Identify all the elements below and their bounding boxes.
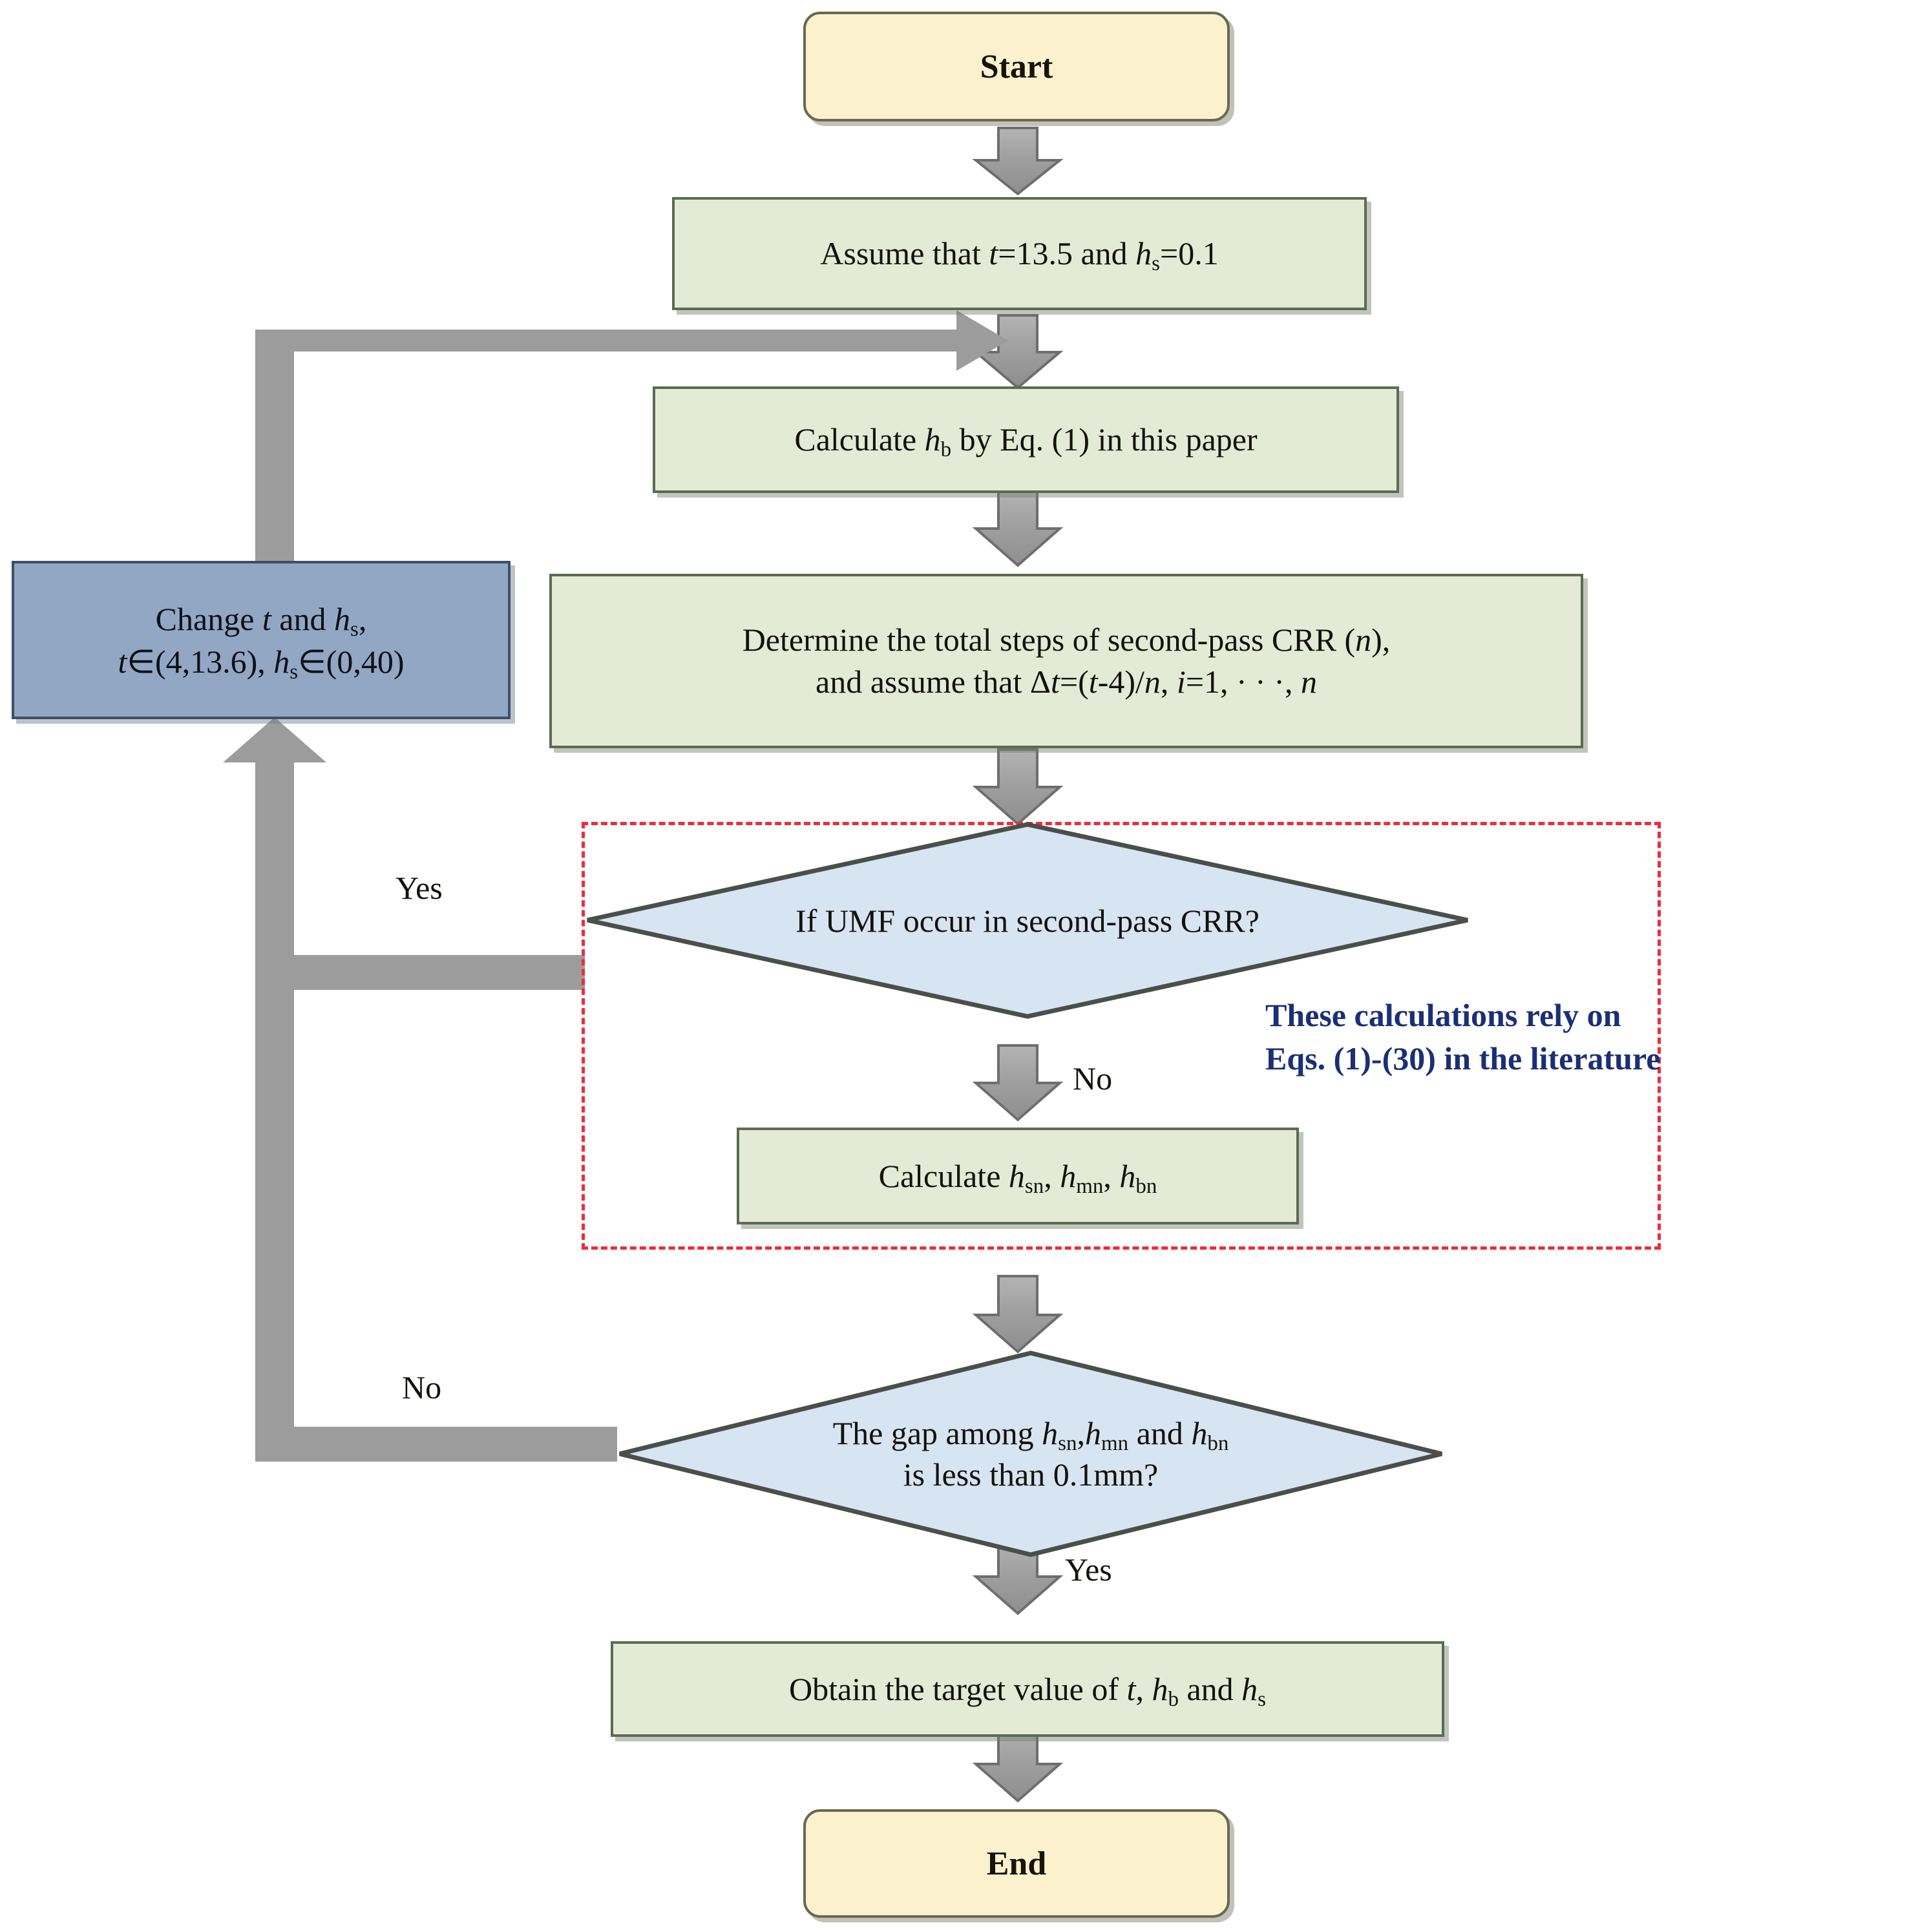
node-determine-steps[interactable]: Determine the total steps of second-pass… (549, 574, 1583, 748)
arrow-obtain-to-end (972, 1725, 1064, 1803)
node-obtain-target[interactable]: Obtain the target value of t, hb and hs (611, 1641, 1444, 1737)
node-end-label: End (986, 1845, 1047, 1882)
edge-label-umf-no: No (1073, 1060, 1113, 1097)
node-start-label: Start (980, 48, 1053, 85)
node-decision-gap[interactable]: The gap among hsn,hmn and hbn is less th… (617, 1350, 1444, 1557)
feedback-umf-yes-to-change (223, 717, 585, 990)
node-calculate-hb-label: Calculate hb by Eq. (1) in this paper (794, 421, 1258, 462)
node-obtain-target-label: Obtain the target value of t, hb and hs (789, 1670, 1266, 1711)
node-decision-umf[interactable]: If UMF occur in second-pass CRR? (585, 822, 1470, 1019)
node-change-parameters[interactable]: Change t and hs, t∈(4,13.6), hs∈(0,40) (12, 561, 511, 719)
arrow-decision-umf-no (972, 1044, 1064, 1122)
arrow-determine-to-decision-umf (972, 748, 1064, 826)
node-calculate-hsn[interactable]: Calculate hsn, hmn, hbn (737, 1128, 1299, 1224)
feedback-change-to-calc-hb (255, 310, 1008, 582)
node-calculate-hsn-label: Calculate hsn, hmn, hbn (878, 1157, 1157, 1198)
arrow-assume-to-calc-hb (972, 314, 1064, 390)
node-assume[interactable]: Assume that t=13.5 and hs=0.1 (672, 197, 1367, 310)
edge-label-gap-yes: Yes (1065, 1551, 1112, 1588)
node-determine-steps-label: Determine the total steps of second-pass… (742, 622, 1391, 700)
edge-label-gap-no: No (402, 1369, 442, 1405)
node-assume-label: Assume that t=13.5 and hs=0.1 (820, 235, 1219, 276)
node-end[interactable]: End (803, 1809, 1230, 1918)
annotation-note: These calculations rely on Eqs. (1)-(30)… (1265, 994, 1660, 1080)
annotation-note-line1: These calculations rely on (1265, 997, 1621, 1033)
node-change-parameters-label: Change t and hs, t∈(4,13.6), hs∈(0,40) (118, 600, 405, 684)
arrow-calc-hb-to-determine (972, 490, 1064, 567)
feedback-gap-no-to-change (255, 969, 617, 1462)
edge-label-umf-yes: Yes (395, 870, 443, 906)
dashed-group-box (582, 822, 1661, 1250)
node-calculate-hb[interactable]: Calculate hb by Eq. (1) in this paper (653, 386, 1399, 493)
arrow-calc-hsn-to-decision-gap (972, 1275, 1064, 1354)
annotation-note-line2: Eqs. (1)-(30) in the literature (1265, 1040, 1661, 1076)
node-start[interactable]: Start (803, 12, 1230, 121)
arrow-start-to-assume (972, 127, 1064, 196)
